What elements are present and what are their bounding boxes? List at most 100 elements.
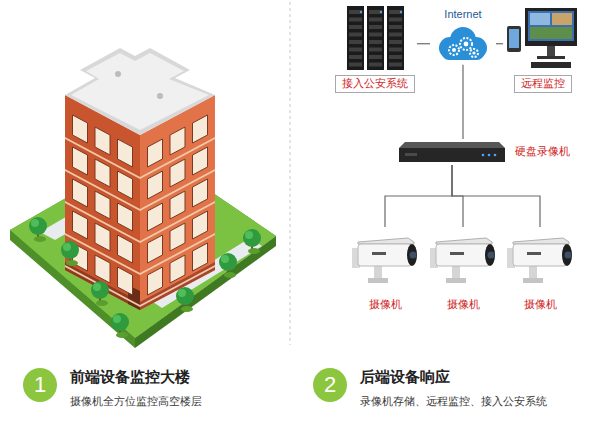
cloud-icon xyxy=(464,41,469,46)
server-icon xyxy=(347,6,364,70)
trees xyxy=(221,255,229,263)
node-label: 接入公安系统 xyxy=(335,75,415,93)
camera-icon xyxy=(410,252,417,259)
server-icon xyxy=(389,40,402,44)
computer-icon xyxy=(537,56,565,59)
building-windows xyxy=(193,147,208,175)
computer-icon xyxy=(531,62,571,68)
nvr-icon xyxy=(399,142,505,148)
building-windows xyxy=(118,139,133,167)
server-icon xyxy=(399,11,401,13)
trees xyxy=(93,283,101,291)
trees xyxy=(91,281,109,299)
camera-icon xyxy=(350,228,420,286)
server-icon xyxy=(349,18,362,22)
server-icon xyxy=(369,63,382,67)
camera-icon xyxy=(513,238,569,244)
building xyxy=(71,53,209,130)
server-icon xyxy=(349,10,362,14)
server-icon xyxy=(349,55,362,59)
trees xyxy=(111,313,129,331)
building xyxy=(115,71,121,77)
server-icon xyxy=(369,40,382,44)
camera-icon xyxy=(488,252,495,259)
server-icon xyxy=(369,25,382,29)
trees xyxy=(29,217,261,338)
building-windows xyxy=(170,255,185,283)
building-windows xyxy=(193,115,208,143)
building xyxy=(157,93,163,99)
server-icon xyxy=(367,6,384,70)
building-windows xyxy=(118,235,133,263)
server-icon xyxy=(389,55,402,59)
trees xyxy=(61,241,79,259)
camera-icon xyxy=(358,244,412,266)
trees xyxy=(66,260,78,266)
computer-icon xyxy=(509,29,519,48)
building-windows xyxy=(95,255,110,283)
circle-icon xyxy=(23,368,57,402)
building-windows xyxy=(95,223,110,251)
section-note: 摄像机全方位监控高空楼层 xyxy=(70,394,202,409)
trees xyxy=(29,217,47,235)
computer-icon xyxy=(530,13,550,25)
computer-icon xyxy=(528,11,574,41)
camera-node: 摄像机 xyxy=(350,228,420,312)
building-windows xyxy=(118,171,133,199)
connector-line xyxy=(417,43,430,44)
server-node: 接入公安系统 xyxy=(335,4,415,93)
trees xyxy=(224,272,236,278)
building-windows xyxy=(118,267,133,295)
trees xyxy=(96,300,108,306)
internet-cloud: Internet xyxy=(432,8,494,64)
cloud-icon xyxy=(452,48,456,52)
computer-icon xyxy=(530,27,572,39)
node-label: Internet xyxy=(444,8,481,22)
trees xyxy=(243,229,261,247)
camera-icon xyxy=(450,252,464,255)
building xyxy=(65,48,215,135)
nvr-icon xyxy=(482,154,485,157)
building-windows xyxy=(73,147,88,175)
step-circle: 2 xyxy=(312,367,348,403)
trees xyxy=(178,289,186,297)
server-icon xyxy=(349,40,362,44)
server-icon xyxy=(389,18,402,22)
callout-number: 2 xyxy=(324,371,336,399)
camera-icon xyxy=(562,244,572,266)
computer-icon xyxy=(507,26,521,52)
trees xyxy=(34,236,46,242)
computer-icon xyxy=(525,8,577,46)
cloud-icon xyxy=(442,46,484,60)
building-windows xyxy=(148,267,163,295)
camera-icon xyxy=(505,228,575,286)
cloud-icon xyxy=(449,45,459,55)
building-windows xyxy=(95,191,110,219)
camera-icon xyxy=(523,278,543,283)
section-note: 录像机存储、远程监控、接入公安系统 xyxy=(360,394,547,409)
building-windows xyxy=(148,203,163,231)
building-windows xyxy=(73,179,88,207)
server-icon xyxy=(343,4,408,72)
building-windows xyxy=(170,127,185,155)
server-icon xyxy=(349,33,362,37)
section-heading: 前端设备监控大楼 xyxy=(70,368,190,387)
camera-icon xyxy=(513,244,567,266)
server-icon xyxy=(389,63,402,67)
server-icon xyxy=(389,10,402,14)
computer-icon xyxy=(547,46,555,56)
camera-icon xyxy=(368,278,388,283)
circle-icon xyxy=(313,368,347,402)
camera-icon xyxy=(485,244,495,266)
building-windows xyxy=(95,127,110,155)
node-label: 远程监控 xyxy=(514,75,572,93)
section-heading: 后端设备响应 xyxy=(360,368,450,387)
building-windows xyxy=(170,223,185,251)
server-icon xyxy=(389,25,402,29)
camera-icon xyxy=(446,278,466,283)
server-icon xyxy=(369,18,382,22)
node-label: 摄像机 xyxy=(447,298,480,312)
building xyxy=(65,48,215,310)
server-icon xyxy=(389,48,402,52)
